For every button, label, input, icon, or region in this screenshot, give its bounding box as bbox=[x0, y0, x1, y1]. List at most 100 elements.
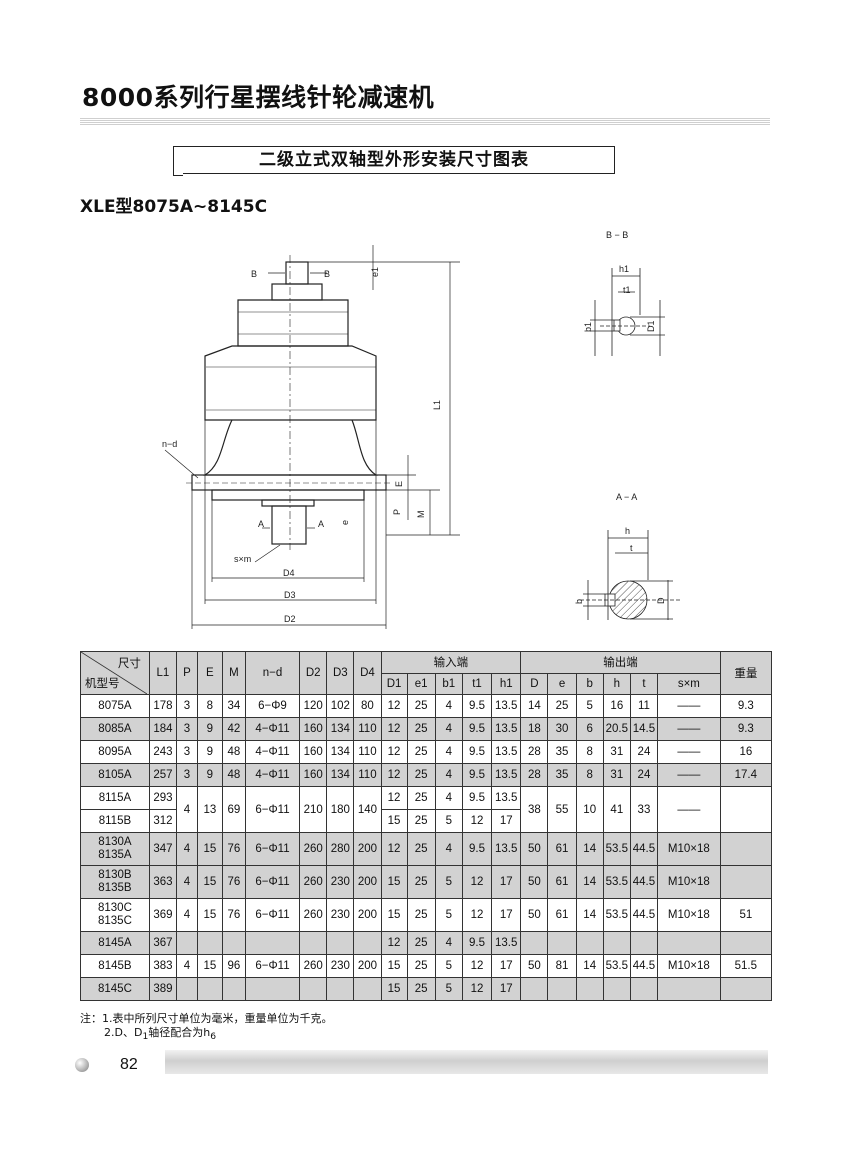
cell-D4: 80 bbox=[353, 694, 382, 718]
cell-M: 48 bbox=[221, 740, 246, 764]
cell-D: 38 bbox=[520, 786, 549, 833]
label-L1: L1 bbox=[432, 400, 442, 410]
header-M: M bbox=[221, 651, 246, 695]
cell-t: 44.5 bbox=[629, 832, 659, 866]
cell-D4: 140 bbox=[353, 786, 382, 833]
cell-b1: 4 bbox=[434, 832, 463, 866]
model-cell: 8115B bbox=[80, 809, 150, 833]
model-cell: 8085A bbox=[80, 717, 150, 741]
reducer-outline bbox=[191, 261, 387, 545]
header-divider bbox=[80, 118, 770, 126]
cell-b: 10 bbox=[575, 786, 604, 833]
cell-t: 14.5 bbox=[629, 717, 659, 741]
header-e1: e1 bbox=[406, 672, 436, 695]
cell-h1: 13.5 bbox=[491, 786, 522, 810]
cell-M: 69 bbox=[221, 786, 246, 833]
cell-t1: 12 bbox=[461, 865, 493, 899]
cell-e1: 25 bbox=[406, 740, 436, 764]
cell-h: 41 bbox=[602, 786, 631, 833]
cell-nd: 4−Φ11 bbox=[244, 740, 301, 764]
label-b: b bbox=[574, 599, 584, 604]
cell-h: 53.5 bbox=[602, 898, 631, 932]
section-caption: 二级立式双轴型外形安装尺寸图表 bbox=[173, 146, 615, 176]
cell-sxm: —— bbox=[657, 763, 721, 787]
cell-P: 4 bbox=[176, 832, 198, 866]
header-t: t bbox=[629, 672, 659, 695]
cell-sxm: —— bbox=[657, 786, 721, 833]
cell-L1: 347 bbox=[148, 832, 178, 866]
cell-h1: 13.5 bbox=[491, 763, 522, 787]
footer-band bbox=[165, 1050, 768, 1074]
cell-b1: 5 bbox=[434, 865, 463, 899]
label-D4: D4 bbox=[283, 568, 295, 578]
cell-P: 3 bbox=[176, 717, 198, 741]
cell-L1: 184 bbox=[148, 717, 178, 741]
label-a-left: A bbox=[258, 519, 264, 529]
cell-D2: 210 bbox=[299, 786, 328, 833]
header-D3: D3 bbox=[326, 651, 355, 695]
cell-b1: 5 bbox=[434, 977, 463, 1001]
header-t1: t1 bbox=[461, 672, 493, 695]
cell-D1: 15 bbox=[380, 977, 408, 1001]
cell-e1: 25 bbox=[406, 832, 436, 866]
cell-M: 34 bbox=[221, 694, 246, 718]
label-E: E bbox=[394, 481, 404, 487]
cell-e1: 25 bbox=[406, 694, 436, 718]
header-h: h bbox=[602, 672, 631, 695]
cell-P: 4 bbox=[176, 898, 198, 932]
cell-D2: 260 bbox=[299, 832, 328, 866]
cell-t1: 9.5 bbox=[461, 786, 493, 810]
model-cell: 8115A bbox=[80, 786, 150, 810]
cell-L1: 312 bbox=[148, 809, 178, 833]
label-t1: t1 bbox=[623, 285, 631, 295]
cell-D1: 15 bbox=[380, 809, 408, 833]
cell-D1: 12 bbox=[380, 694, 408, 718]
cell-D2: 160 bbox=[299, 740, 328, 764]
cell-nd: 4−Φ11 bbox=[244, 717, 301, 741]
cell-D: 14 bbox=[520, 694, 549, 718]
cell-nd: 6−Φ11 bbox=[244, 865, 301, 899]
model-cell: 8105A bbox=[80, 763, 150, 787]
label-t: t bbox=[630, 543, 633, 553]
cell-nd: 6−Φ11 bbox=[244, 898, 301, 932]
cell-D: 50 bbox=[520, 954, 549, 978]
cell-D4: 200 bbox=[353, 832, 382, 866]
cell-sxm: —— bbox=[657, 694, 721, 718]
model-cell: 8130C 8135C bbox=[80, 898, 150, 932]
cell-t1: 9.5 bbox=[461, 717, 493, 741]
cell-h: 31 bbox=[602, 740, 631, 764]
cell-w bbox=[719, 865, 773, 899]
cell-L1: 243 bbox=[148, 740, 178, 764]
header-L1: L1 bbox=[148, 651, 178, 695]
cell-D: 50 bbox=[520, 832, 549, 866]
cell-D2: 260 bbox=[299, 954, 328, 978]
cell-t1: 12 bbox=[461, 954, 493, 978]
cell-D: 50 bbox=[520, 865, 549, 899]
cell-nd: 6−Φ11 bbox=[244, 832, 301, 866]
cell-e1: 25 bbox=[406, 717, 436, 741]
header-e: e bbox=[547, 672, 577, 695]
cell-t1: 9.5 bbox=[461, 694, 493, 718]
cell-D2: 160 bbox=[299, 763, 328, 787]
table-row: 8115B 312 15 25 5 12 17 bbox=[80, 809, 772, 833]
cell-h1: 17 bbox=[491, 977, 522, 1001]
cell-D2: 260 bbox=[299, 865, 328, 899]
cell-D4: 110 bbox=[353, 763, 382, 787]
cell-w: 17.4 bbox=[719, 763, 773, 787]
cell-h1: 17 bbox=[491, 809, 522, 833]
cell-t: 44.5 bbox=[629, 865, 659, 899]
cell-b1: 4 bbox=[434, 786, 463, 810]
header-b1: b1 bbox=[434, 672, 463, 695]
cell-e1: 25 bbox=[406, 931, 436, 955]
dimension-table: 尺寸 机型号 L1 P E M n−d D2 D3 D4 输入端 输出端 重量 … bbox=[80, 651, 773, 1001]
cell-h1: 13.5 bbox=[491, 694, 522, 718]
cell-h1: 17 bbox=[491, 865, 522, 899]
cell-M: 76 bbox=[221, 865, 246, 899]
cell-e1: 25 bbox=[406, 809, 436, 833]
cell-e: 61 bbox=[547, 898, 577, 932]
model-series-label: XLE型8075A~8145C bbox=[80, 197, 268, 217]
cell-b: 6 bbox=[575, 717, 604, 741]
cell-h1: 13.5 bbox=[491, 931, 522, 955]
